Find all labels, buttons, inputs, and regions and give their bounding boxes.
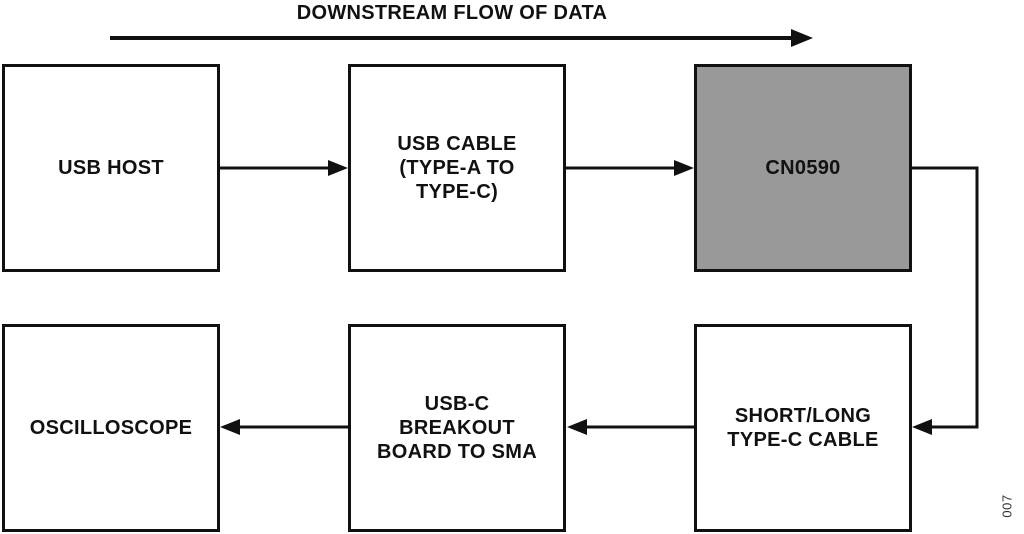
box-usb-cable: USB CABLE (TYPE-A TO TYPE-C): [348, 64, 566, 272]
box-usb-c-breakout-label: USB-C BREAKOUT BOARD TO SMA: [377, 393, 537, 463]
box-oscilloscope: OSCILLOSCOPE: [2, 324, 220, 532]
box-oscilloscope-label: OSCILLOSCOPE: [29, 417, 193, 439]
downstream-flow-arrow: [110, 29, 813, 47]
arrow-usb-host-to-usb-cable: [220, 160, 348, 176]
box-usb-host-label: USB HOST: [58, 157, 164, 179]
figure-code: 007: [999, 494, 1015, 518]
arrow-usb-cable-to-cn0590: [566, 160, 694, 176]
arrow-cn0590-to-type-c-cable: [911, 166, 979, 435]
box-type-c-cable: SHORT/LONG TYPE-C CABLE: [694, 324, 912, 532]
arrow-type-c-cable-to-breakout: [567, 419, 695, 435]
box-cn0590-label: CN0590: [765, 157, 841, 179]
box-usb-c-breakout: USB-C BREAKOUT BOARD TO SMA: [348, 324, 566, 532]
box-type-c-cable-label: SHORT/LONG TYPE-C CABLE: [727, 405, 879, 451]
box-usb-host: USB HOST: [2, 64, 220, 272]
box-cn0590: CN0590: [694, 64, 912, 272]
arrow-breakout-to-oscilloscope: [220, 419, 349, 435]
downstream-flow-label: DOWNSTREAM FLOW OF DATA: [296, 2, 608, 24]
box-usb-cable-label: USB CABLE (TYPE-A TO TYPE-C): [397, 133, 517, 203]
